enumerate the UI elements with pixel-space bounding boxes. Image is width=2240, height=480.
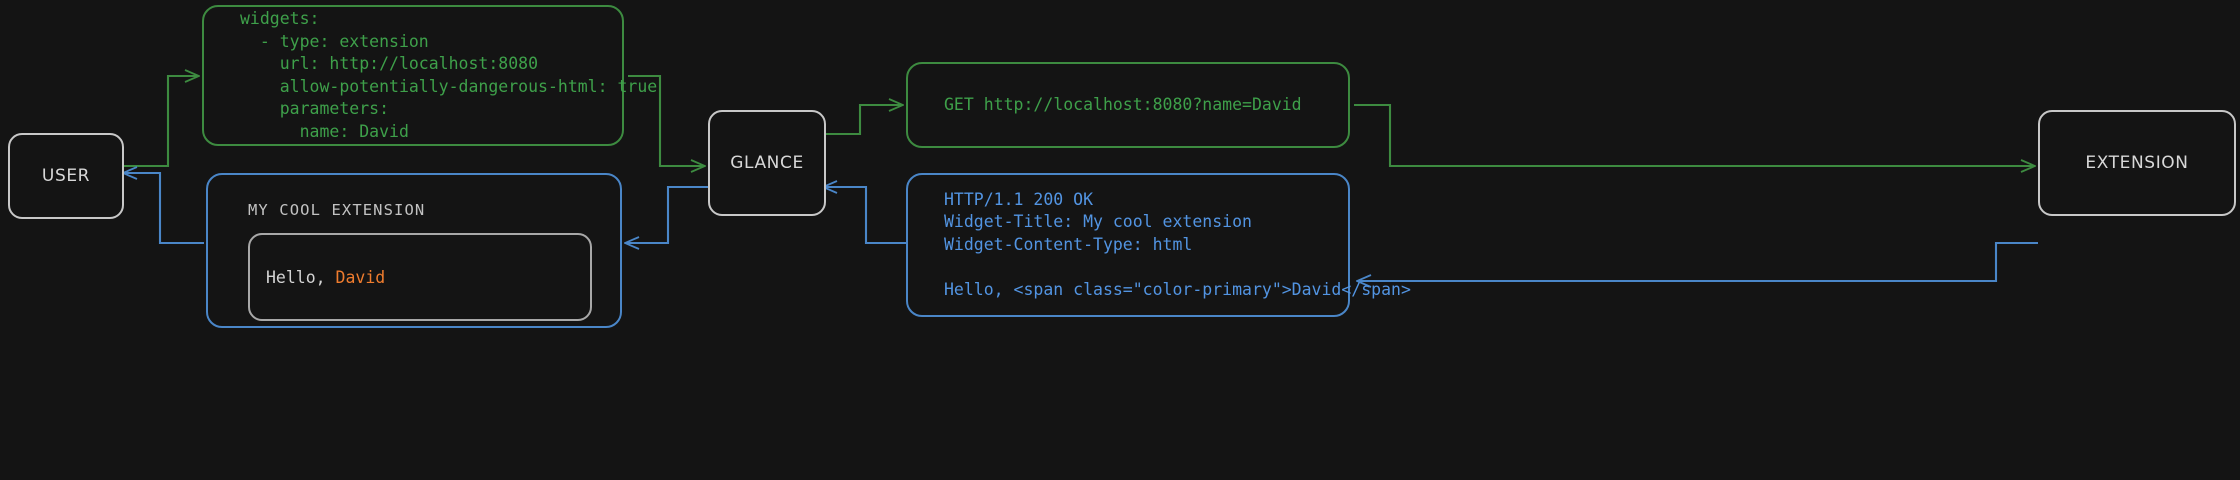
greeting-name: David xyxy=(335,267,386,287)
wire-widget-to-user xyxy=(124,173,204,245)
wire-glance-to-widget xyxy=(626,185,708,243)
wire-glance-to-request xyxy=(824,105,902,136)
rendered-widget-box[interactable]: MY COOL EXTENSION Hello, David xyxy=(206,173,622,328)
rendered-widget-content-frame: Hello, David xyxy=(248,233,592,321)
node-user[interactable]: USER xyxy=(8,133,124,219)
config-yaml-box[interactable]: widgets: - type: extension url: http://l… xyxy=(202,5,658,146)
config-yaml-text: widgets: - type: extension url: http://l… xyxy=(240,9,658,141)
http-request-text: GET http://localhost:8080?name=David xyxy=(944,94,1302,114)
rendered-widget-greeting: Hello, David xyxy=(266,268,385,287)
wire-extension-to-response xyxy=(1358,241,2038,281)
wire-user-to-config xyxy=(120,76,198,168)
node-glance-label: GLANCE xyxy=(730,153,804,173)
node-glance[interactable]: GLANCE xyxy=(708,110,826,216)
http-request-box[interactable]: GET http://localhost:8080?name=David xyxy=(906,62,1350,148)
node-extension[interactable]: EXTENSION xyxy=(2038,110,2236,216)
wire-request-to-extension xyxy=(1354,103,2034,166)
wire-response-to-glance xyxy=(824,187,906,245)
rendered-widget-title: MY COOL EXTENSION xyxy=(248,201,426,219)
http-response-box[interactable]: HTTP/1.1 200 OK Widget-Title: My cool ex… xyxy=(906,173,1411,317)
greeting-prefix: Hello, xyxy=(266,267,336,287)
http-response-text: HTTP/1.1 200 OK Widget-Title: My cool ex… xyxy=(944,189,1411,299)
node-extension-label: EXTENSION xyxy=(2085,153,2189,173)
node-user-label: USER xyxy=(41,166,91,186)
